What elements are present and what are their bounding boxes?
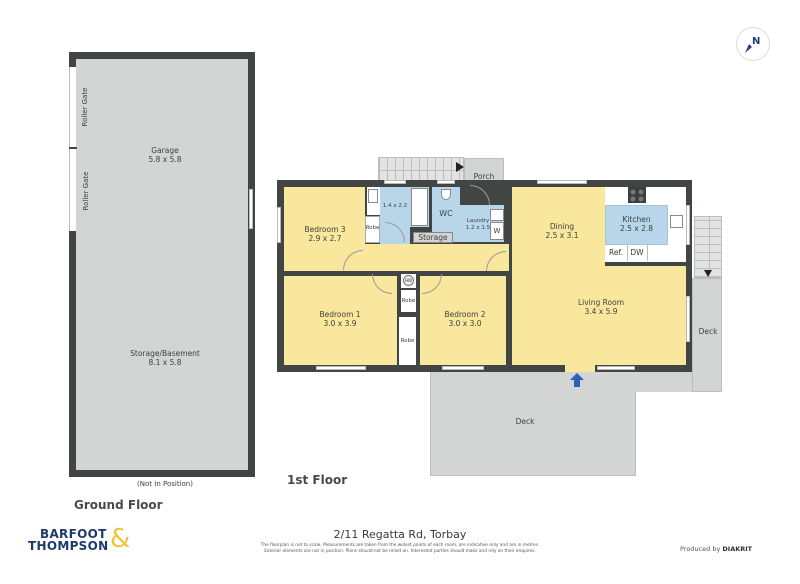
window-living (597, 366, 635, 370)
robe-hall-2-label: Robe (400, 338, 415, 344)
room-name: Kitchen (622, 215, 651, 224)
window-bedroom-3 (277, 207, 281, 243)
hallway (284, 244, 509, 271)
roller-gate-opening-2 (69, 149, 76, 231)
deck-main (430, 370, 636, 476)
room-dims: 8.1 x 5.8 (148, 358, 182, 367)
stairs-top (378, 157, 464, 181)
roller-gate-label-1: Roller Gate (81, 87, 89, 127)
brand-line-2: THOMPSON (28, 539, 109, 553)
gate-divider (69, 147, 77, 149)
produced-by: Produced by DIAKRIT (680, 545, 752, 553)
dishwasher: DW (627, 245, 648, 261)
hot-water-icon: HW (403, 275, 414, 286)
barfoot-thompson-logo: BARFOOT THOMPSON & (28, 524, 138, 558)
room-name: Laundry (466, 218, 490, 224)
window-bedroom-1 (316, 366, 366, 370)
room-dims: 3.0 x 3.0 (448, 319, 482, 328)
robe-hall-2 (399, 317, 416, 365)
room-dims: 2.5 x 2.8 (619, 224, 654, 233)
storage (413, 232, 453, 243)
dining-label: Dining 2.5 x 3.1 (532, 222, 592, 240)
toilet-icon (441, 189, 451, 200)
fridge: Ref. (605, 245, 628, 261)
garage-room: Garage 5.8 x 5.8 (110, 146, 220, 164)
disclaimer-line-1: The floorplan is not to scale. Measureme… (260, 543, 540, 548)
window-kitchen (686, 205, 690, 245)
room-name: Garage (151, 146, 179, 155)
room-dims: 2.5 x 3.1 (545, 231, 579, 240)
property-address: 2/11 Regatta Rd, Torbay (333, 528, 467, 541)
shower-icon (411, 188, 428, 226)
disclaimer: The floorplan is not to scale. Measureme… (200, 543, 600, 555)
compass-label: N (752, 36, 761, 47)
cooktop-icon (628, 187, 646, 203)
room-dims: 3.0 x 3.9 (323, 319, 357, 328)
kitchen-sink-icon (670, 215, 683, 228)
room-name: Bedroom 1 (319, 310, 361, 319)
robe-hall-1 (401, 290, 416, 312)
first-floor-title: 1st Floor (287, 473, 348, 487)
stairs-right (694, 216, 722, 278)
room-name: Bedroom 2 (444, 310, 486, 319)
room-name: Dining (549, 222, 575, 231)
deck-main-label: Deck (515, 417, 535, 426)
compass: N (736, 27, 770, 61)
bedroom-2-label: Bedroom 2 3.0 x 3.0 (435, 310, 495, 328)
stairs-down-arrow-icon (704, 270, 712, 277)
garage-window (249, 189, 253, 229)
room-dims: 1.2 x 1.5 (465, 225, 491, 231)
washer: W (490, 222, 504, 240)
brand-ampersand: & (110, 524, 131, 554)
room-dims: 3.4 x 5.9 (584, 307, 618, 316)
window-bathroom (384, 180, 406, 184)
storage-label: Storage (418, 233, 448, 242)
kitchen-label: Kitchen 2.5 x 2.8 (605, 215, 668, 233)
robe-bedroom-3 (365, 216, 380, 243)
porch-label: Porch (473, 172, 495, 181)
room-dims: 2.9 x 2.7 (308, 234, 342, 243)
roller-gate-opening-1 (69, 67, 76, 147)
ground-floor-interior (76, 59, 248, 470)
deck-side-label: Deck (698, 327, 718, 336)
vanity-sink-icon (368, 189, 378, 203)
living-room-label: Living Room 3.4 x 5.9 (566, 298, 636, 316)
laundry-label: Laundry 1.2 x 1.5 (460, 218, 496, 232)
bedroom-2 (420, 276, 506, 365)
stairs-arrow-icon (456, 162, 464, 172)
wc-label: WC (439, 209, 453, 218)
bathroom-dims: 1.4 x 2.2 (382, 203, 408, 209)
kitchen-wall (605, 262, 692, 266)
room-dims: 5.8 x 5.8 (148, 155, 182, 164)
disclaimer-line-2: Exterior elements are not in position. P… (264, 549, 536, 554)
bedroom-1-label: Bedroom 1 3.0 x 3.9 (310, 310, 370, 328)
window-wc (437, 180, 455, 184)
north-arrow-icon (745, 44, 752, 53)
not-in-position-note: (Not In Position) (137, 480, 193, 488)
brand-line-1: BARFOOT (40, 527, 107, 541)
bedroom-3-label: Bedroom 3 2.9 x 2.7 (295, 225, 355, 243)
storage-basement-room: Storage/Basement 8.1 x 5.8 (110, 349, 220, 367)
room-name: Storage/Basement (130, 349, 200, 358)
deck-side (692, 278, 722, 392)
living-doorway (565, 365, 595, 372)
diakrit-brand: DIAKRIT (722, 545, 753, 553)
entry-arrow-icon (570, 373, 584, 387)
robe-hall-1-label: Robe (401, 298, 416, 304)
robe-bedroom-3-label: Robe (365, 225, 380, 231)
kitchen (605, 205, 668, 245)
room-name: Living Room (577, 298, 625, 307)
roller-gate-label-2: Roller Gate (82, 171, 90, 211)
window-living-side (686, 296, 690, 342)
window-dining (537, 180, 587, 184)
window-bedroom-2 (442, 366, 484, 370)
bedroom-1 (284, 276, 397, 365)
produced-by-prefix: Produced by (680, 545, 721, 553)
laundry-sink-icon (490, 209, 504, 221)
room-name: Bedroom 3 (304, 225, 346, 234)
ground-floor-title: Ground Floor (74, 498, 163, 512)
